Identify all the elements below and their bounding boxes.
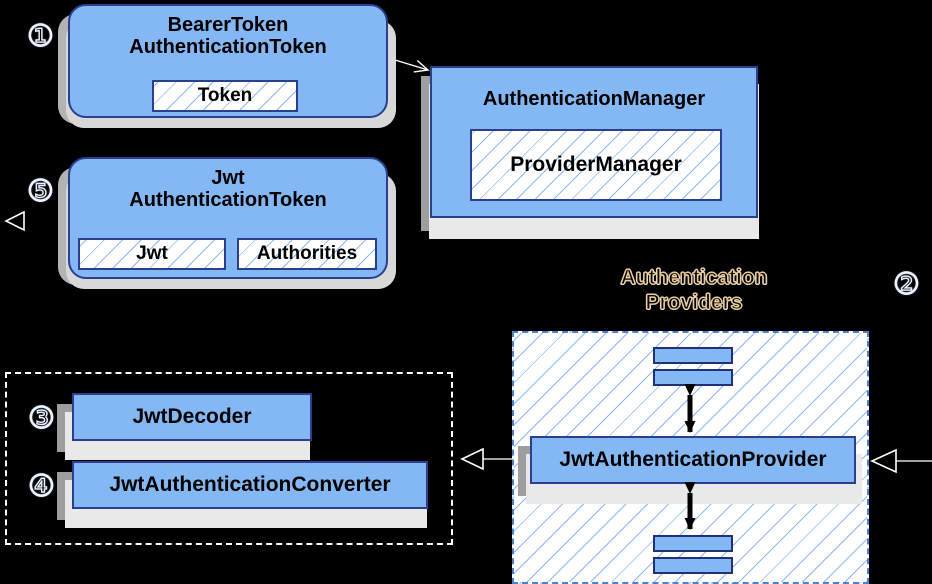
provider-placeholder-bar-top-2 [653, 369, 733, 386]
jwt-token-title-line2: AuthenticationToken [129, 189, 327, 212]
jwt-token-title-line1: Jwt [211, 167, 245, 189]
bearer-token-field-token[interactable]: Token [152, 80, 298, 112]
provider-placeholder-bar-bottom-2 [653, 557, 733, 574]
jwt-authentication-converter-box[interactable]: JwtAuthenticationConverter [72, 461, 428, 509]
jwt-decoder-box[interactable]: JwtDecoder [72, 393, 312, 441]
step-number-3: ③ [27, 401, 55, 436]
jwt-token-field-authorities[interactable]: Authorities [237, 238, 377, 270]
bearer-token-title-line1: BearerToken [167, 14, 289, 36]
jwt-support-components-container [5, 372, 453, 545]
jwt-authentication-converter-label: JwtAuthenticationConverter [109, 473, 391, 496]
arrowhead-providers-output [870, 448, 932, 474]
provider-placeholder-bar-bottom-1 [653, 535, 733, 552]
authentication-providers-group-label: Authentication Providers [604, 265, 784, 316]
step-number-5: ⑤ [26, 174, 54, 209]
jwt-token-field-jwt[interactable]: Jwt [78, 238, 226, 270]
jwt-authentication-provider-box[interactable]: JwtAuthenticationProvider [530, 436, 856, 484]
step-number-1: ① [26, 19, 54, 54]
bearer-token-title-line2: AuthenticationToken [129, 36, 327, 59]
step-number-4: ④ [27, 469, 55, 504]
arrowhead-support-group-output [460, 447, 512, 471]
step-number-2: ② [892, 267, 920, 302]
jwt-decoder-label: JwtDecoder [132, 405, 252, 428]
provider-placeholder-bar-top-1 [653, 347, 733, 364]
jwt-authentication-provider-label: JwtAuthenticationProvider [559, 448, 827, 471]
providers-label-line2: Providers [645, 290, 743, 314]
providers-label-line1: Authentication [620, 265, 768, 289]
authentication-manager-field-provider-manager[interactable]: ProviderManager [470, 129, 722, 201]
arrowhead-jwt-token-output [4, 210, 25, 232]
arrow-to-authentication-manager [394, 59, 430, 73]
authentication-manager-title: AuthenticationManager [482, 88, 706, 110]
